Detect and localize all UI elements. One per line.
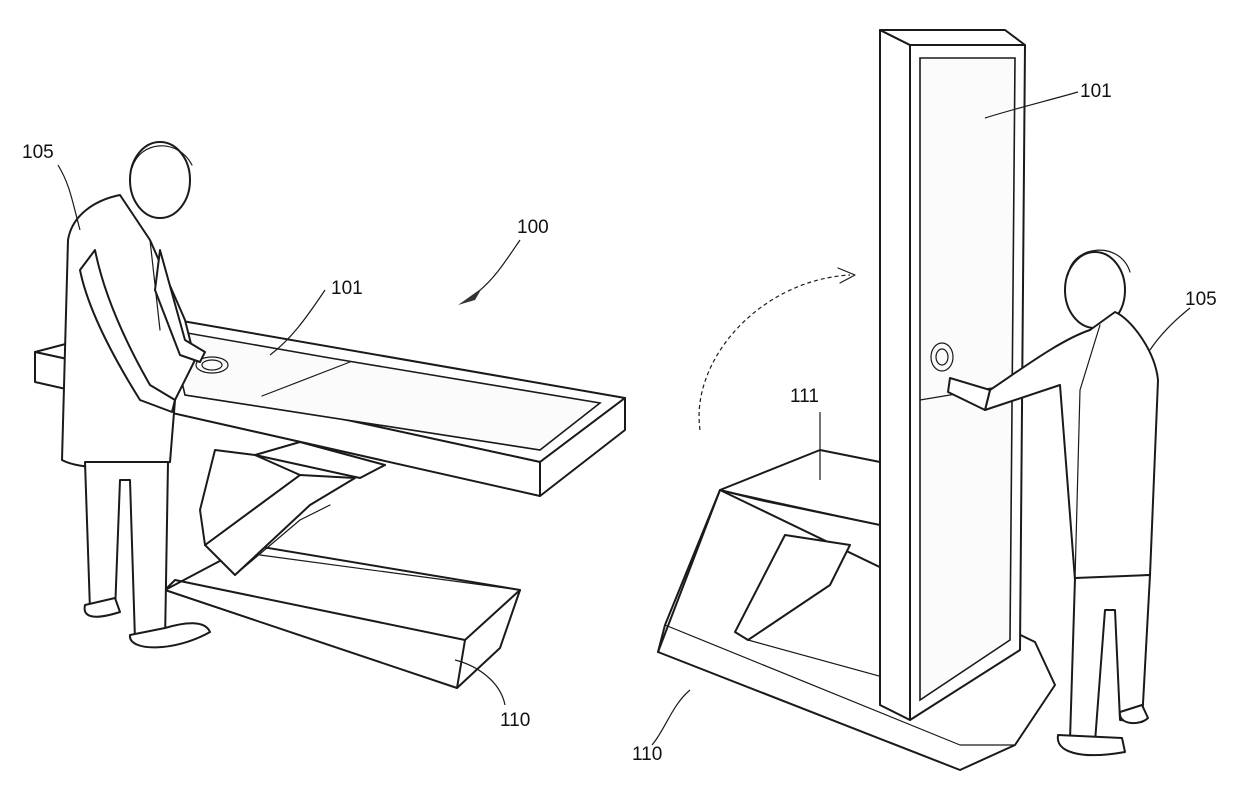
label-system: 100 (517, 217, 549, 238)
arrow-head (458, 288, 482, 305)
label-base-left: 110 (500, 710, 530, 731)
label-display-right: 101 (1080, 81, 1112, 102)
label-user-left: 105 (22, 142, 54, 163)
rotation-arrow-icon (699, 268, 855, 430)
label-display-left: 101 (331, 278, 363, 299)
label-base-right: 110 (632, 744, 662, 765)
apparatus-upright (658, 30, 1158, 770)
label-pedestal: 111 (790, 386, 819, 407)
display-panel-right (920, 58, 1015, 700)
label-user-right: 105 (1185, 289, 1217, 310)
